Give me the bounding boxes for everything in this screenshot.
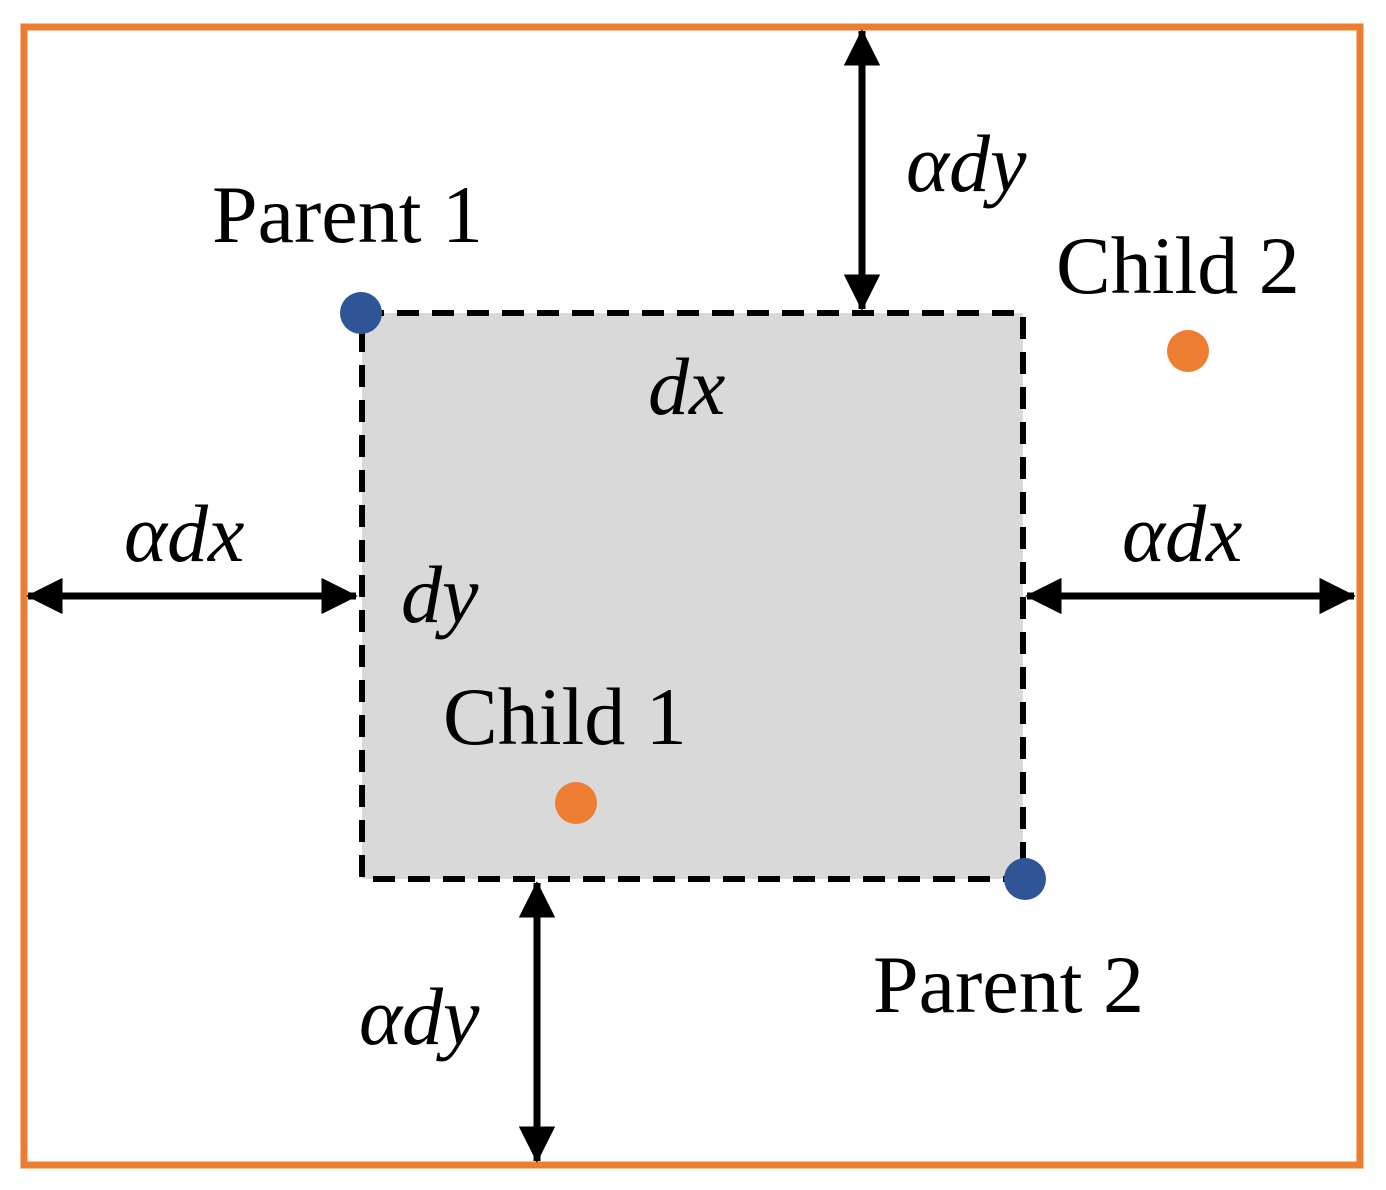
child2-label: Child 2 xyxy=(1056,220,1300,311)
parent2-label: Parent 2 xyxy=(873,939,1144,1030)
parent-box xyxy=(359,310,1026,882)
dx-label: dx xyxy=(648,341,725,432)
alpha-dy-bottom-label: αdy xyxy=(359,971,480,1062)
dy-label: dy xyxy=(401,549,479,640)
child2-point xyxy=(1167,330,1209,372)
alpha-dx-right-label: αdx xyxy=(1122,488,1242,579)
child1-label: Child 1 xyxy=(443,671,687,762)
child1-point xyxy=(555,782,597,824)
alpha-dy-top-label: αdy xyxy=(906,118,1027,209)
parent1-point xyxy=(340,292,382,334)
alpha-dx-left-label: αdx xyxy=(124,488,244,579)
parent2-point xyxy=(1004,858,1046,900)
parent1-label: Parent 1 xyxy=(212,169,483,260)
